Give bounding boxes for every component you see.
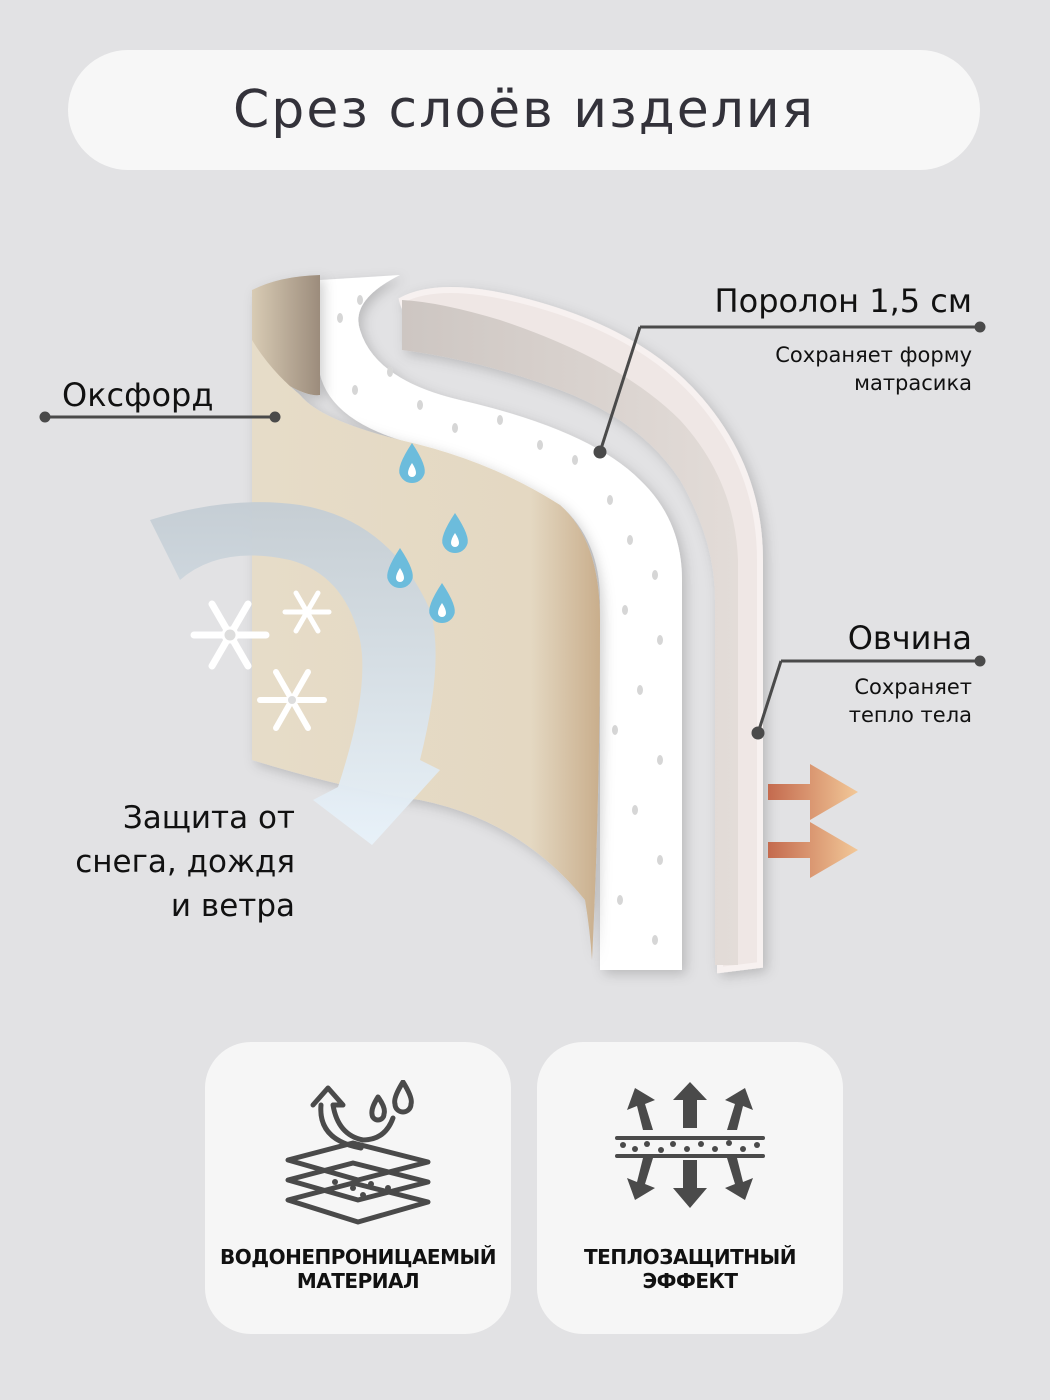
sheepskin-description-line2: тепло тела: [848, 703, 972, 727]
protection-line1: Защита от: [122, 800, 295, 836]
foam-label: Поролон 1,5 см: [714, 282, 972, 320]
protection-line3: и ветра: [170, 888, 295, 924]
waterproof-layers-icon: [285, 1080, 431, 1225]
layers-illustration: [39, 275, 986, 974]
feature-caption-line1: ВОДОНЕПРОНИЦАЕМЫЙ: [220, 1245, 496, 1269]
sheepskin-description-line1: Сохраняет: [854, 675, 972, 699]
page-title: Срез слоёв изделия: [233, 80, 815, 140]
oxford-label: Оксфорд: [62, 376, 214, 414]
sheepskin-description: Сохраняет тепло тела: [849, 673, 972, 729]
feature-caption-line2: ЭФФЕКТ: [642, 1269, 739, 1293]
feature-caption-line2: МАТЕРИАЛ: [296, 1269, 420, 1293]
protection-text: Защита от снега, дождя и ветра: [75, 796, 295, 928]
title-pill: Срез слоёв изделия: [68, 50, 980, 170]
wind-arrow: [150, 502, 440, 845]
feature-caption-heat: ТЕПЛОЗАЩИТНЫЙ ЭФФЕКТ: [537, 1245, 843, 1293]
foam-layer: [318, 275, 682, 970]
sheepskin-label: Овчина: [847, 619, 972, 657]
feature-caption-waterproof: ВОДОНЕПРОНИЦАЕМЫЙ МАТЕРИАЛ: [205, 1245, 511, 1293]
snowflake-icons: [190, 590, 332, 731]
heat-protection-icon: [615, 1082, 765, 1208]
feature-card-heat: ТЕПЛОЗАЩИТНЫЙ ЭФФЕКТ: [537, 1042, 843, 1334]
sheepskin-layer: [398, 287, 763, 974]
feature-card-waterproof: ВОДОНЕПРОНИЦАЕМЫЙ МАТЕРИАЛ: [205, 1042, 511, 1334]
callout-lines: [39, 321, 986, 740]
protection-line2: снега, дождя: [75, 844, 295, 880]
foam-description: Сохраняет форму матрасика: [775, 341, 972, 397]
foam-description-line1: Сохраняет форму: [775, 343, 972, 367]
heat-arrows-icon: [768, 764, 858, 878]
water-drops-icon: [387, 443, 468, 623]
feature-caption-line1: ТЕПЛОЗАЩИТНЫЙ: [584, 1245, 796, 1269]
foam-description-line2: матрасика: [854, 371, 972, 395]
